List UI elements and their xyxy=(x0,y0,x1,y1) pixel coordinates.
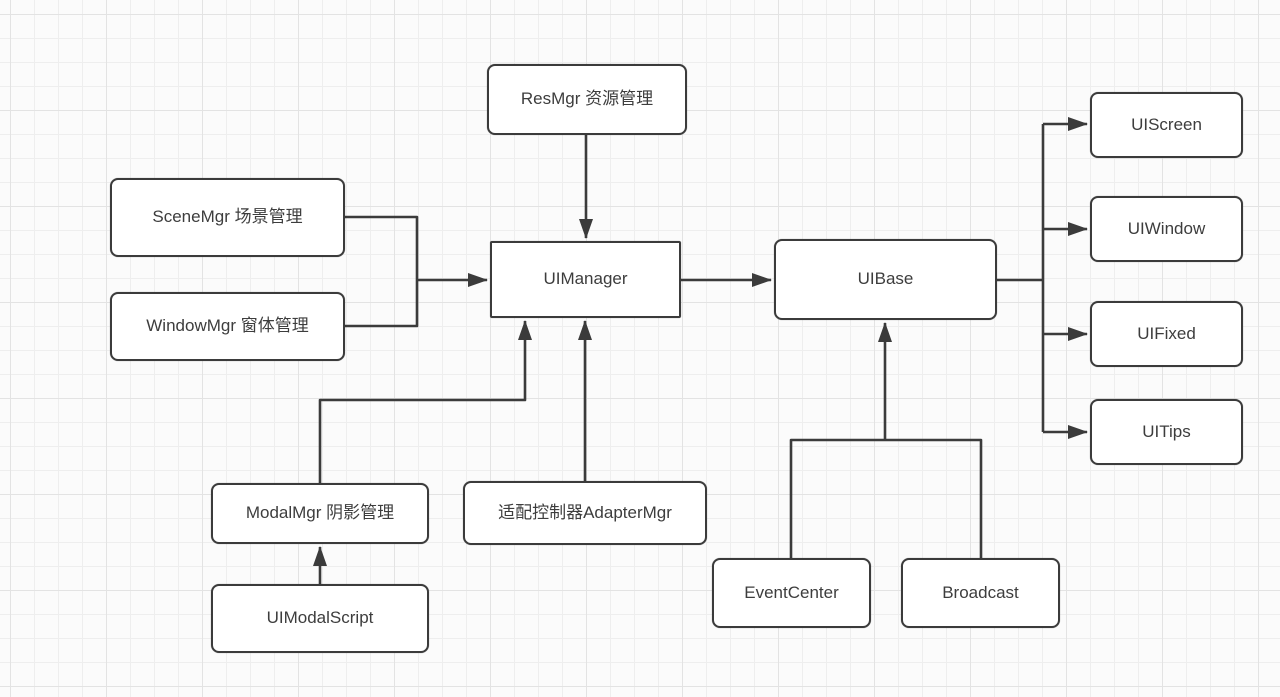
node-uibase[interactable]: UIBase xyxy=(774,239,997,320)
node-modalmgr-label: ModalMgr 阴影管理 xyxy=(245,503,395,523)
node-broadcast-label: Broadcast xyxy=(942,582,1019,602)
node-uitips-label: UITips xyxy=(1142,421,1191,441)
node-uimodalscript[interactable]: UIModalScript xyxy=(211,584,429,653)
node-resmgr[interactable]: ResMgr 资源管理 xyxy=(487,64,687,135)
node-uibase-label: UIBase xyxy=(857,269,914,289)
node-uimanager[interactable]: UIManager xyxy=(490,241,681,318)
node-uifixed[interactable]: UIFixed xyxy=(1090,301,1243,367)
node-adaptermgr-label: 适配控制器AdapterMgr xyxy=(498,502,672,522)
node-resmgr-label: ResMgr 资源管理 xyxy=(520,89,654,109)
node-uimanager-label: UIManager xyxy=(543,269,628,289)
node-broadcast[interactable]: Broadcast xyxy=(901,558,1060,628)
node-uitips[interactable]: UITips xyxy=(1090,399,1243,465)
node-eventcenter-label: EventCenter xyxy=(744,582,839,602)
node-windowmgr-label: WindowMgr 窗体管理 xyxy=(146,316,309,336)
node-uiwindow-label: UIWindow xyxy=(1127,218,1206,238)
node-scenemgr-label: SceneMgr 场景管理 xyxy=(152,207,303,227)
node-eventcenter[interactable]: EventCenter xyxy=(712,558,871,628)
node-uifixed-label: UIFixed xyxy=(1137,323,1196,343)
edge-scenemgr-windowmgr-bracket[interactable] xyxy=(345,215,419,328)
node-uiscreen[interactable]: UIScreen xyxy=(1090,92,1243,158)
edge-modalmgr-to-uimanager[interactable] xyxy=(318,320,532,483)
node-modalmgr[interactable]: ModalMgr 阴影管理 xyxy=(211,483,429,544)
node-windowmgr[interactable]: WindowMgr 窗体管理 xyxy=(110,292,345,361)
node-uimodalscript-label: UIModalScript xyxy=(266,608,374,628)
node-uiscreen-label: UIScreen xyxy=(1131,114,1202,134)
edge-eventcenter-broadcast-bracket[interactable] xyxy=(789,438,983,558)
node-scenemgr[interactable]: SceneMgr 场景管理 xyxy=(110,178,345,257)
node-uiwindow[interactable]: UIWindow xyxy=(1090,196,1243,262)
node-adaptermgr[interactable]: 适配控制器AdapterMgr xyxy=(463,481,707,545)
